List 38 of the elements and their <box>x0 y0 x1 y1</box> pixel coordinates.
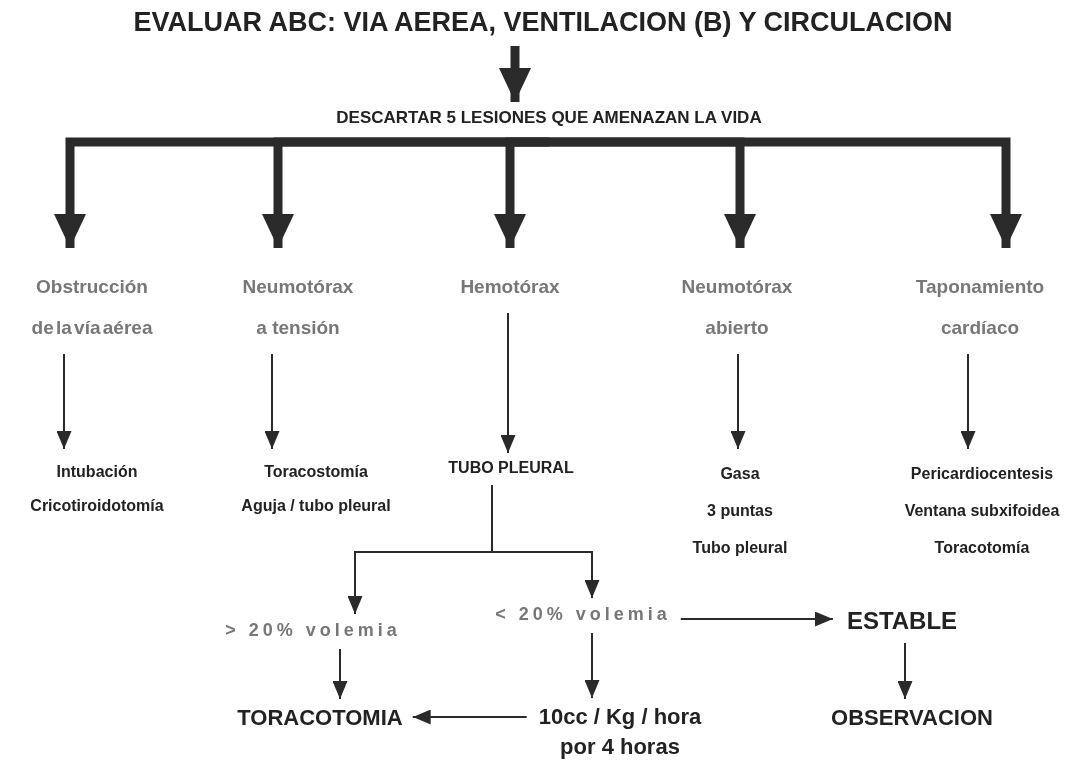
treatment-text: Aguja / tubo pleural <box>240 496 392 516</box>
treatment-text: Cricotiroidotomía <box>29 496 165 516</box>
outcome-label: ESTABLE <box>822 605 982 637</box>
arrow <box>679 611 834 627</box>
arrow <box>494 137 549 248</box>
heading: EVALUAR ABC: VIA AEREA, VENTILACION (B) Y CIRCULACION <box>13 4 1073 40</box>
injury-label: Neumotórax a tensión <box>240 266 356 348</box>
arrow <box>491 484 600 599</box>
treatment-text: Pericardiocentesis <box>909 464 1055 484</box>
arrow <box>411 709 528 725</box>
arrow <box>730 353 746 450</box>
arrow <box>264 353 280 450</box>
treatment-text: Ventana subxifoidea <box>903 501 1061 521</box>
condition-label: < 20% volemia <box>463 601 703 627</box>
subheading: DESCARTAR 5 LESIONES QUE AMENAZAN LA VIDA <box>199 106 899 146</box>
arrow <box>499 46 531 102</box>
arrow <box>584 632 600 699</box>
injury-label: Obstrucción de la vía aérea <box>28 266 156 348</box>
treatment-text: TUBO PLEURAL <box>421 455 601 481</box>
treatment-text: Intubación <box>55 462 139 482</box>
arrow <box>332 648 348 700</box>
treatment-text: Gasa <box>719 464 761 484</box>
injury-label: Hemotórax <box>430 266 590 307</box>
treatment-text: 3 puntas <box>706 501 774 521</box>
treatment-text: Tubo pleural <box>691 538 789 558</box>
outcome-label: TORACOTOMIA <box>215 702 425 734</box>
arrow <box>549 137 1022 248</box>
condition-label: > 20% volemia <box>193 617 433 643</box>
outcome-label: 10cc / Kg / hora por 4 horas <box>530 702 710 762</box>
injury-label: Neumotórax abierto <box>679 266 795 348</box>
arrow <box>56 353 72 450</box>
outcome-label: OBSERVACION <box>812 702 1012 734</box>
arrow <box>960 353 976 450</box>
arrow <box>500 312 516 454</box>
injury-label: Taponamiento cardíaco <box>910 266 1050 348</box>
treatment-text: Toracotomía <box>933 538 1031 558</box>
treatment-text: Toracostomía <box>263 462 369 482</box>
arrow <box>897 642 913 700</box>
